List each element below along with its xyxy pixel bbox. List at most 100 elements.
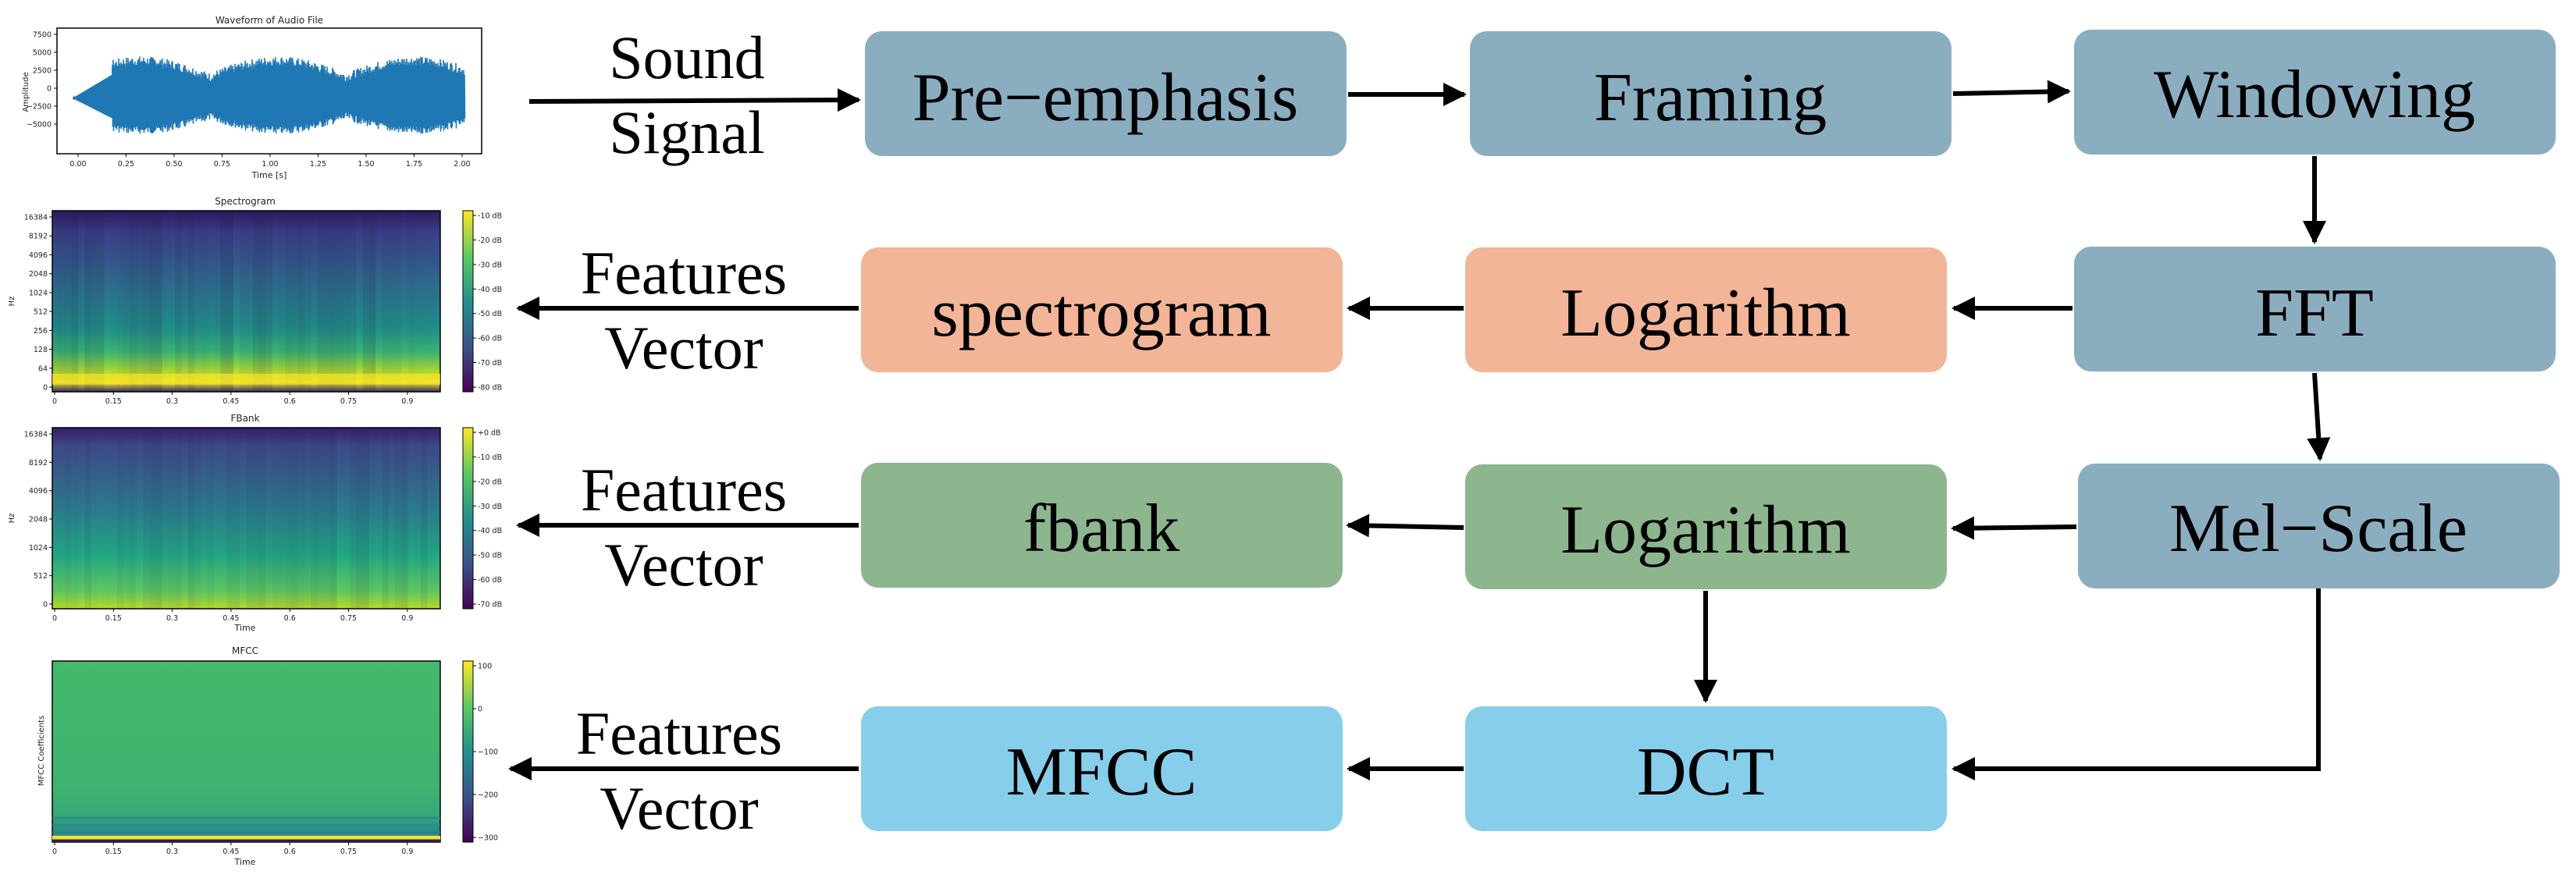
heatmap-cell [369, 428, 375, 609]
edge-label-vector: Vector [600, 774, 759, 842]
heatmap-cell [78, 428, 84, 609]
mfcc-band [52, 831, 440, 834]
heatmap-cell [408, 428, 415, 609]
fbank-colorbar [462, 427, 474, 610]
heatmap-cell [201, 211, 208, 392]
heatmap-cell [330, 428, 337, 609]
mfcc-colorbar [462, 660, 474, 843]
fbank-cbar-tick-label: +0 dB [478, 429, 501, 438]
heatmap-cell [149, 428, 156, 609]
spectrogram-cbar-tick-label: -60 dB [478, 335, 502, 343]
heatmap-cell [317, 428, 324, 609]
heatmap-cell [388, 211, 396, 392]
heatmap-cell [111, 211, 117, 392]
spectrogram-xtick-label: 0.75 [340, 397, 357, 406]
heatmap-cell [240, 428, 246, 609]
spectrogram-xtick-label: 0.6 [284, 397, 296, 406]
mfcc-ylabel: MFCC Coefficients [37, 716, 46, 786]
spectrogram-cbar-tick-label: -70 dB [478, 359, 502, 368]
heatmap-cell [226, 428, 233, 609]
spectrogram-ytick-label: 0 [43, 384, 48, 393]
spectrogram-ytick-label: 256 [34, 327, 48, 336]
waveform-ylabel: Amplitude [22, 72, 30, 112]
heatmap-cell [421, 211, 428, 392]
heatmap-cell [259, 211, 266, 392]
heatmap-cell [130, 211, 137, 392]
edge-label-features: Features [581, 239, 787, 307]
spectrogram-colorbar-ticks: -10 dB-20 dB-30 dB-40 dB-50 dB-60 dB-70 … [473, 212, 502, 393]
heatmap-cell [226, 211, 233, 392]
heatmap-cell [415, 428, 421, 609]
mfcc-band [52, 839, 440, 843]
node-logarithm-spectrogram: Logarithm [1465, 247, 1947, 372]
heatmap-cell [375, 428, 382, 609]
spectrogram-ytick-label: 512 [34, 308, 48, 317]
heatmap-cell [336, 211, 343, 392]
heatmap-cell [59, 428, 65, 609]
heatmap-cell [169, 428, 176, 609]
mfcc-xtick-label: 0.6 [284, 848, 296, 856]
heatmap-cell [169, 211, 175, 392]
heatmap-cell [362, 211, 369, 392]
node-pre-emphasis: Pre−emphasis [865, 31, 1347, 156]
heatmap-cell [137, 428, 143, 609]
waveform-xtick-label: 0.25 [118, 160, 134, 169]
spectrogram-ytick-label: 4096 [29, 251, 48, 260]
heatmap-cell [111, 428, 117, 609]
spectrogram-ytick-label: 1024 [29, 289, 48, 297]
node-dct: DCT [1465, 706, 1947, 831]
heatmap-cell [214, 428, 220, 609]
fbank-cbar-tick-label: -10 dB [478, 453, 502, 462]
waveform-plot: Waveform of Audio File 7500500025000−250… [22, 15, 482, 180]
edge-label-features: Features [576, 699, 782, 767]
heatmap-cell [246, 211, 253, 392]
spectrogram-colorbar [462, 210, 474, 393]
waveform-title: Waveform of Audio File [215, 15, 323, 26]
waveform-xtick-label: 1.50 [358, 160, 374, 169]
fbank-xtick-label: 0.6 [284, 614, 296, 623]
heatmap-cell [407, 211, 415, 392]
fbank-cbar-tick-label: -50 dB [478, 552, 502, 560]
heatmap-cell [259, 428, 266, 609]
heatmap-cell [84, 428, 91, 609]
spectrogram-xtick-label: 0.15 [105, 397, 122, 406]
spectrogram-xtick-label: 0.45 [222, 397, 239, 406]
heatmap-cell [201, 428, 208, 609]
heatmap-cell [343, 428, 350, 609]
heatmap-cell [291, 211, 298, 392]
waveform-ytick-label: −2500 [27, 103, 52, 112]
arrow-melscale-to-dct [1952, 588, 2321, 780]
spectrogram-ytick-label: 8192 [29, 233, 48, 241]
heatmap-cell [368, 211, 376, 392]
edge-label-features: Features [581, 456, 787, 524]
heatmap-cell [187, 428, 195, 609]
heatmap-cell [155, 211, 162, 392]
fbank-xtick-label: 0.3 [166, 614, 178, 623]
edge-label-sound: Sound [609, 23, 764, 91]
heatmap-cell [52, 211, 59, 392]
mfcc-title: MFCC [232, 645, 258, 656]
fbank-ytick-label: 0 [43, 601, 48, 610]
mfcc-xtick-label: 0.75 [340, 848, 357, 856]
node-label: Pre−emphasis [913, 60, 1298, 136]
mfcc-cbar-tick-label: −300 [478, 834, 498, 843]
heatmap-cell [265, 211, 272, 392]
fbank-xtick-label: 0.45 [222, 614, 239, 623]
heatmap-cell [214, 211, 221, 392]
heatmap-cell [182, 428, 188, 609]
heatmap-cell [401, 211, 407, 392]
heatmap-cell [123, 211, 130, 392]
heatmap-cell [52, 428, 59, 609]
heatmap-cell [123, 428, 130, 609]
heatmap-cell [356, 428, 363, 609]
heatmap-cell [175, 428, 182, 609]
spectrogram-cbar-tick-label: -80 dB [478, 384, 502, 393]
waveform-ytick-label: −5000 [27, 121, 52, 130]
spectrogram-ytick-label: 64 [38, 364, 48, 373]
heatmap-cell [317, 211, 324, 392]
edge-label-signal: Signal [609, 98, 764, 166]
